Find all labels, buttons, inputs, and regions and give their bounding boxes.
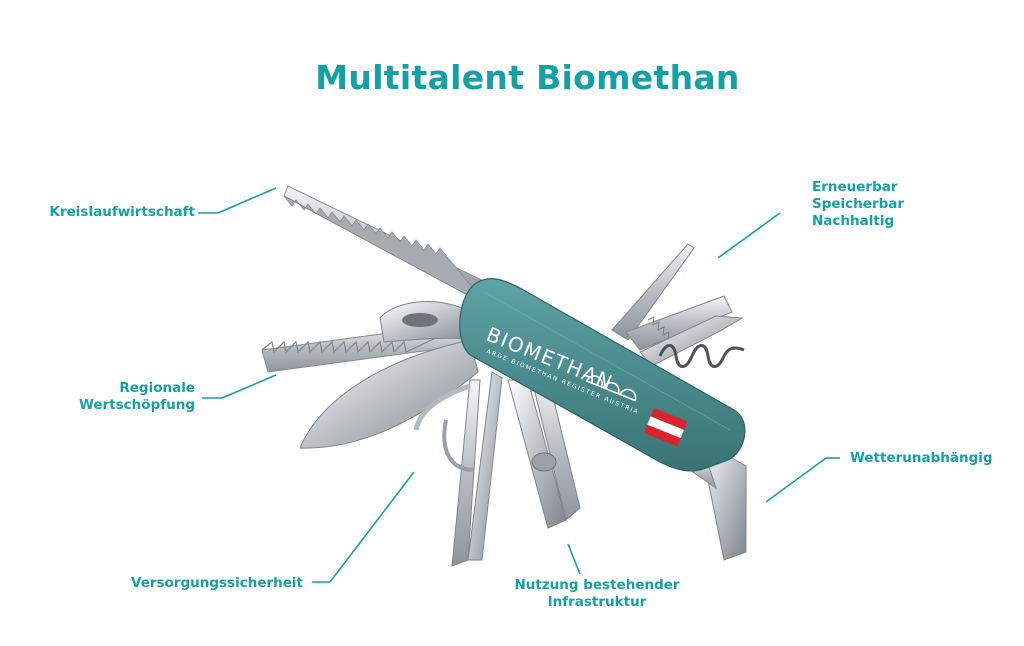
callout-text: Wetterunabhängig — [850, 450, 993, 466]
page-title: Multitalent Biomethan — [315, 58, 740, 97]
callout-regionale-wertschoepfung: Regionale Wertschöpfung — [40, 380, 195, 414]
callout-text: Infrastruktur — [547, 594, 647, 610]
small-hook-tool — [413, 383, 471, 431]
bottle-opener-tool — [379, 301, 481, 343]
callout-erneuerbar: Erneuerbar Speicherbar Nachhaltig — [812, 179, 904, 230]
callout-text: Kreislaufwirtschaft — [49, 204, 195, 220]
biomethan-logo-domes — [585, 375, 637, 402]
callout-nutzung-infrastruktur: Nutzung bestehender Infrastruktur — [502, 577, 692, 611]
callout-text: Versorgungssicherheit — [130, 575, 303, 591]
knife-handle — [459, 278, 746, 472]
callout-kreislaufwirtschaft: Kreislaufwirtschaft — [40, 204, 195, 221]
austria-flag — [643, 408, 688, 447]
scissors-tool — [442, 371, 503, 567]
callout-text: Nachhaltig — [812, 213, 895, 229]
callout-text: Speicherbar — [812, 196, 905, 212]
callout-text: Regionale — [119, 380, 195, 396]
callout-text: Nutzung bestehender — [514, 577, 680, 593]
leader-lines — [198, 187, 840, 583]
saw-blade — [283, 185, 499, 307]
callout-text: Erneuerbar — [812, 179, 898, 195]
top-right-tools — [611, 243, 745, 368]
callout-text: Wertschöpfung — [78, 397, 195, 413]
callout-wetterunabhaengig: Wetterunabhängig — [850, 450, 993, 467]
callout-versorgungssicherheit: Versorgungssicherheit — [100, 575, 303, 592]
